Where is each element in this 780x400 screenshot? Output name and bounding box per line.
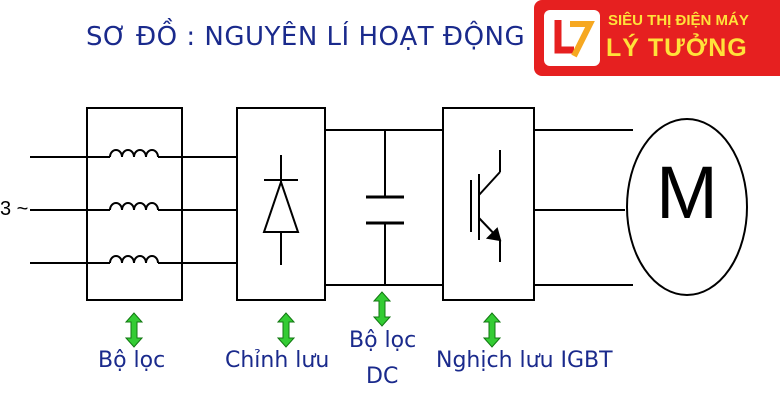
inductor-coil-1 [109,149,159,158]
double-arrow-icon [124,312,144,348]
double-arrow-icon [372,291,392,327]
dc-bus [325,129,443,286]
rectifier-label: Chỉnh lưu [225,348,330,373]
brand-logo-icon [544,10,600,66]
diagram-title: SƠ ĐỒ : NGUYÊN LÍ HOẠT ĐỘNG CỦA [86,22,591,52]
brand-logo-mark [554,20,595,58]
inductor-coil-2 [109,202,159,211]
inductor-coils [109,149,237,264]
inverter-label: Nghịch lưu IGBT [436,348,613,373]
inverter-block [442,107,535,301]
output-lines [534,129,633,286]
motor-label: M [656,151,718,234]
double-arrow-icon [482,312,502,348]
motor-circle [626,118,748,296]
double-arrow-icon [276,312,296,348]
dc-filter-label-line2: DC [366,364,399,389]
brand-line-1: SIÊU THỊ ĐIỆN MÁY [608,12,749,29]
igbt-symbol [470,150,502,262]
brand-line-2: LÝ TƯỞNG [606,34,748,62]
filter-block [86,107,183,301]
inductor-coil-3 [109,255,159,264]
indicator-arrows [124,291,502,348]
rectifier-block [236,107,326,301]
dc-filter-label-line1: Bộ lọc [349,328,417,353]
input-lines [30,156,110,264]
three-phase-input-label: 3 ~ [0,198,29,220]
filter-label: Bộ lọc [98,348,166,373]
diode-symbol [262,155,300,265]
